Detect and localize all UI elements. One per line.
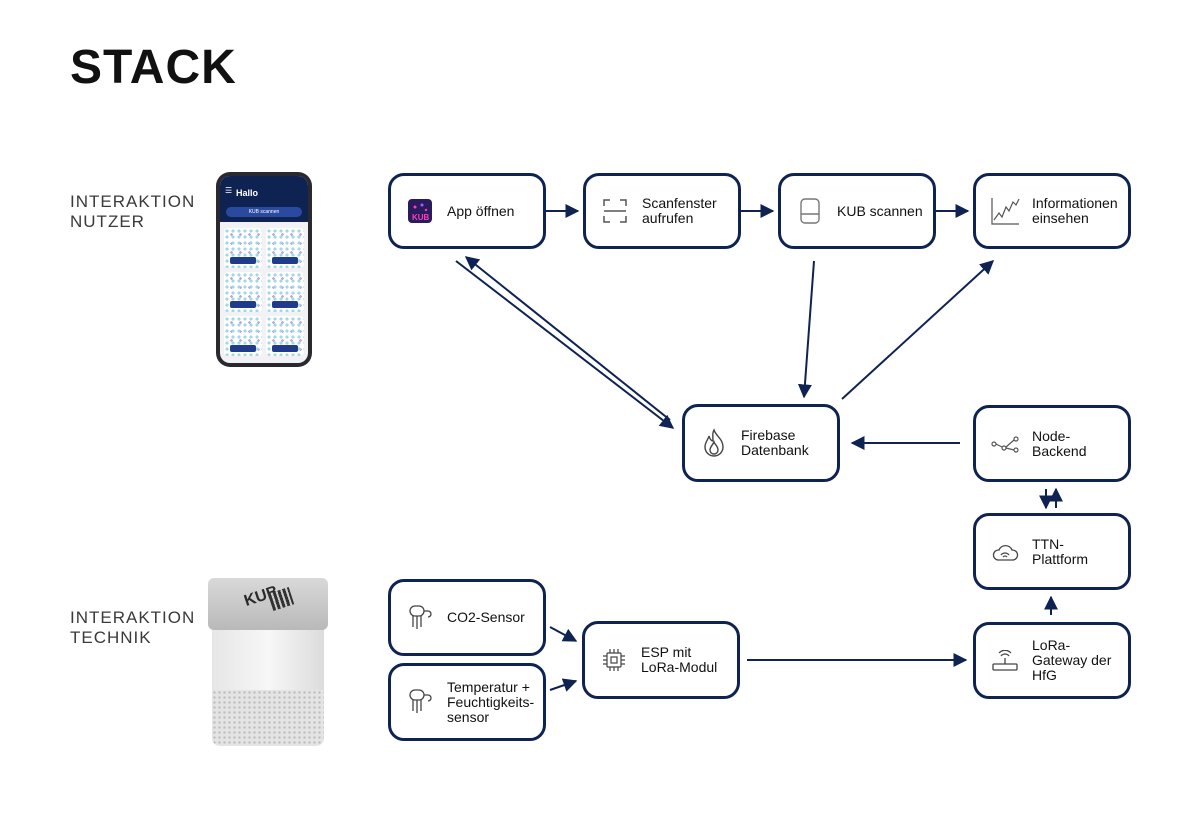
arrow-temp-to-esp (549, 678, 578, 692)
line-chart-icon (990, 196, 1020, 226)
flame-icon (699, 428, 729, 458)
section-label-line: TECHNIK (70, 628, 152, 647)
node-co2-sensor: CO2-Sensor (388, 579, 546, 656)
phone-tile (266, 272, 304, 312)
phone-tile (224, 272, 262, 312)
scan-frame-icon (600, 196, 630, 226)
node-label: KUB scannen (837, 202, 923, 219)
phone-scan-button: KUB scannen (226, 207, 302, 217)
node-label: TTN-Plattform (1032, 535, 1089, 567)
node-temp-humidity-sensor: Temperatur +Feuchtigkeits-sensor (388, 663, 546, 741)
node-ttn: TTN-Plattform (973, 513, 1131, 590)
arrow-firebase-to-app (464, 256, 671, 421)
arrow-co2-to-esp (549, 626, 578, 642)
node-graph-icon (990, 429, 1020, 459)
node-label: CO2-Sensor (447, 609, 525, 625)
kub-app-icon: KUB (405, 196, 435, 226)
section-label-line: NUTZER (70, 212, 145, 231)
arrow-app-to-firebase (455, 260, 675, 429)
phone-tile (224, 228, 262, 268)
kub-cube-icon (795, 196, 825, 226)
chip-icon (599, 645, 629, 675)
phone-mockup: ☰ Hallo KUB scannen (216, 172, 312, 367)
cloud-wifi-icon (990, 537, 1020, 567)
sensor-icon (405, 687, 435, 717)
section-label-line: INTERAKTION (70, 608, 196, 627)
arrow-firebase-to-info (841, 260, 995, 400)
phone-screen: ☰ Hallo KUB scannen (220, 176, 308, 363)
section-label-line: INTERAKTION (70, 192, 196, 211)
phone-tile (266, 228, 304, 268)
node-kub-scan: KUB scannen (778, 173, 936, 249)
node-label: Node-Backend (1032, 427, 1087, 459)
router-icon (990, 646, 1020, 676)
node-label: Temperatur +Feuchtigkeits-sensor (447, 678, 535, 725)
svg-text:KUB: KUB (412, 213, 430, 222)
node-backend: Node-Backend (973, 405, 1131, 482)
phone-header: ☰ Hallo KUB scannen (220, 176, 308, 222)
phone-tile (266, 316, 304, 356)
phone-tile (224, 316, 262, 356)
sensor-icon (405, 603, 435, 633)
menu-icon: ☰ (225, 186, 233, 195)
phone-tile-grid (224, 228, 304, 356)
phone-greeting: Hallo (236, 188, 259, 198)
kub-device-image: KUB (208, 578, 328, 748)
page-title: STACK (70, 41, 237, 94)
arrow-kub-to-firebase (797, 260, 815, 399)
section-label-user: INTERAKTION NUTZER (70, 192, 195, 232)
node-label: App öffnen (447, 202, 515, 219)
section-label-tech: INTERAKTION TECHNIK (70, 608, 195, 648)
node-app-open: KUB App öffnen (388, 173, 546, 249)
